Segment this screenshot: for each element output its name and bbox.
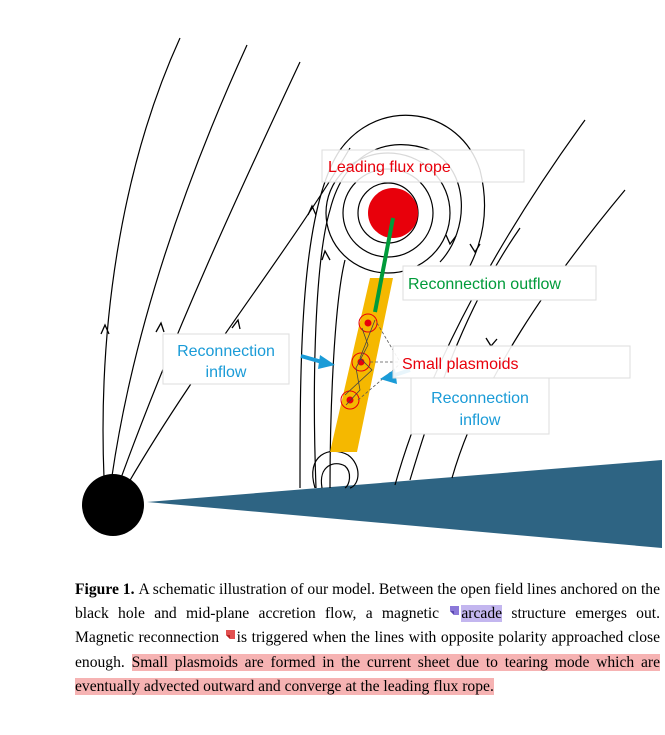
label-reconnection-outflow: Reconnection outflow: [408, 276, 561, 293]
label-inflow-right-line2: inflow: [460, 412, 501, 429]
caption-text-part3: is triggered when the lines with opposit…: [75, 629, 660, 671]
label-leading-flux-rope: Leading flux rope: [328, 159, 451, 176]
label-small-plasmoids: Small plasmoids: [402, 356, 518, 373]
label-box-plasmoids: [392, 345, 631, 379]
plasmoid-3: [340, 390, 360, 410]
lower-closed-loop: [312, 450, 359, 489]
annotation-note-icon[interactable]: [449, 605, 460, 616]
schematic-figure: Leading flux rope Reconnection outflow R…: [82, 37, 662, 548]
label-box-inflow-left: [162, 333, 290, 385]
caption-text-part1: A schematic illustration of our model. B…: [75, 581, 660, 623]
caption-text-part2: structure emerges out. Magnetic reconnec…: [75, 605, 661, 647]
accretion-disk: [147, 460, 662, 548]
label-box-outflow: [402, 265, 597, 301]
black-hole: [82, 474, 144, 536]
open-field-lines-black-hole: [102, 37, 351, 483]
caption-highlight-arcade[interactable]: arcade: [461, 605, 503, 623]
figure-caption: Figure 1.A schematic illustration of our…: [75, 578, 660, 699]
plasmoids: [340, 313, 401, 410]
caption-highlight-plasmoids[interactable]: Small plasmoids are formed in the curren…: [75, 653, 660, 695]
arcade-arrows: [307, 204, 481, 261]
caption-figure-label: Figure 1.: [75, 581, 135, 598]
leading-flux-rope: [368, 188, 418, 238]
label-box-inflow-right: [410, 377, 550, 435]
label-inflow-right-line1: Reconnection: [431, 390, 529, 407]
annotation-note-icon-red[interactable]: [225, 629, 236, 640]
label-inflow-left-line2: inflow: [206, 364, 247, 381]
label-inflow-left-line1: Reconnection: [177, 343, 275, 360]
label-box-flux-rope: [321, 149, 525, 183]
reconnection-outflow-line: [373, 217, 395, 313]
field-direction-arrows: [100, 318, 241, 335]
